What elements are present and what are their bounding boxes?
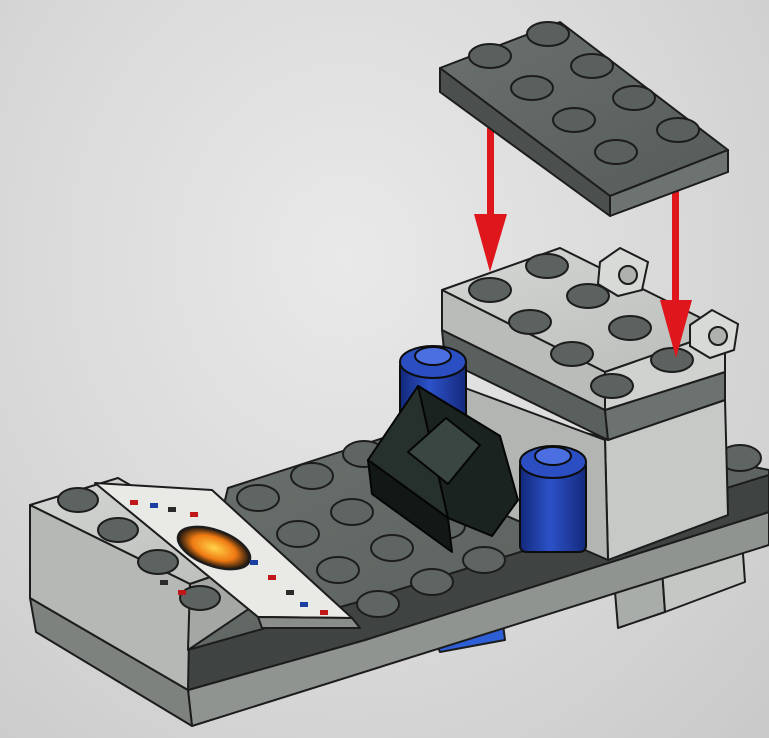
placement-arrow-left: [474, 128, 507, 272]
dark-gray-plate-2x4: [440, 22, 728, 216]
blue-round-brick-right: [520, 446, 586, 552]
